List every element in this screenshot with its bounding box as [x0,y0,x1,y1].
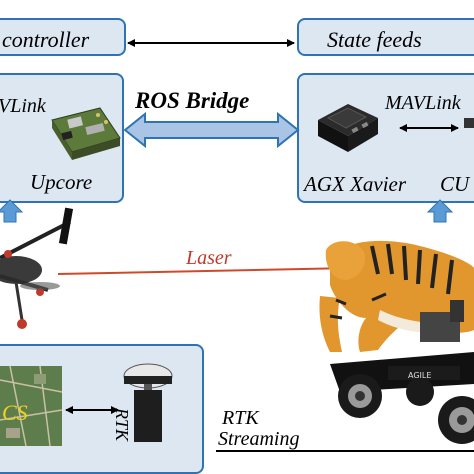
rtk-device-label: RTK [112,408,132,442]
agx-xavier-image [318,104,378,152]
left-mavlink-label: VLink [0,95,46,117]
rtk-antenna-image [123,363,173,442]
laser-label: Laser [186,247,232,269]
ros-bridge-arrow [123,111,300,149]
right-device-image [464,118,474,128]
svg-text:AGILE: AGILE [408,371,431,380]
drone-image [0,207,74,329]
ros-bridge-label: ROS Bridge [135,88,250,113]
state-feeds-box [297,18,474,56]
cut-label: CU [440,172,470,196]
upcore-board-image [51,107,121,160]
right-up-arrow [426,199,454,223]
gcs-label: CS [2,400,28,425]
tiger-rover-image: AGILE [319,240,474,444]
left-up-arrow [0,199,24,223]
controller-box [0,18,126,56]
laser-beam [57,267,353,275]
upcore-label: Upcore [30,170,93,194]
gcs-map-image [0,365,63,447]
xavier-label: AGX Xavier [304,172,407,196]
controller-label: controller [2,27,90,52]
rtk-streaming-line2: Streaming [218,428,300,450]
rtk-streaming-line1: RTK [222,407,259,429]
state-feeds-label: State feeds [327,27,422,52]
right-mavlink-label: MAVLink [385,92,461,114]
